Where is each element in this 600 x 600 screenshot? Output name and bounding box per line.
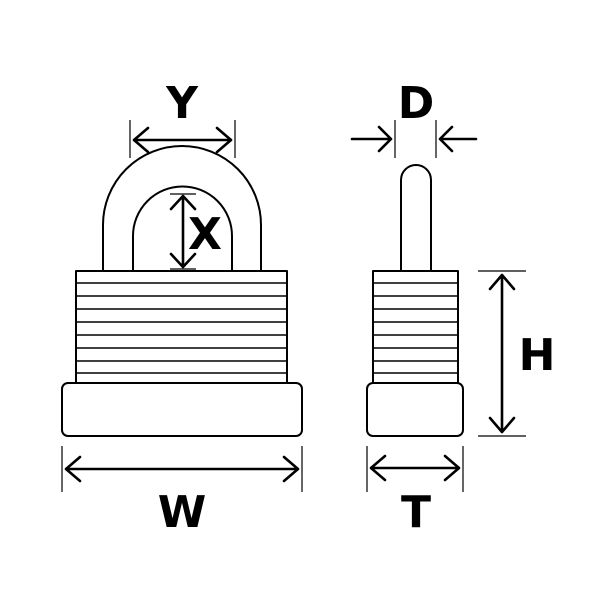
dimension-h: H bbox=[478, 270, 556, 437]
side-view: D H T bbox=[350, 78, 556, 538]
label-t: T bbox=[401, 487, 431, 538]
dimension-d: D bbox=[350, 78, 478, 158]
label-x: X bbox=[188, 209, 222, 260]
body-laminations bbox=[76, 282, 287, 374]
lock-bumper-base bbox=[61, 382, 303, 437]
dimension-w: W bbox=[61, 446, 303, 538]
body-laminations-side bbox=[373, 282, 458, 374]
label-d: D bbox=[398, 78, 435, 129]
shackle-side bbox=[400, 164, 432, 271]
lock-body-side bbox=[372, 270, 459, 384]
label-h: H bbox=[519, 330, 556, 381]
shackle-inner bbox=[132, 185, 233, 271]
lock-bumper-side bbox=[366, 382, 464, 437]
label-y: Y bbox=[165, 78, 199, 129]
front-view: Y X W bbox=[61, 78, 303, 538]
shackle-outer bbox=[102, 145, 262, 271]
lock-body-laminated bbox=[75, 270, 288, 384]
label-w: W bbox=[158, 487, 207, 538]
dimension-x: X bbox=[169, 193, 222, 270]
dimension-y: Y bbox=[129, 78, 236, 158]
dimension-t: T bbox=[366, 446, 464, 538]
